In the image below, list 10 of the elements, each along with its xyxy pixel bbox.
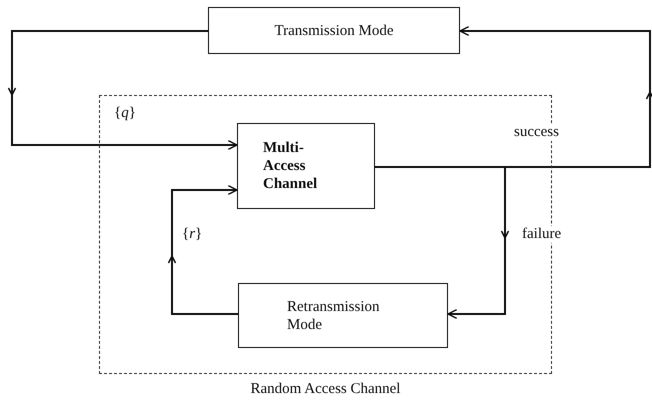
process-box: Multi- Access Channel bbox=[237, 123, 375, 209]
arrow bbox=[375, 166, 510, 320]
process-box: Transmission Mode bbox=[208, 7, 460, 54]
arrow bbox=[8, 30, 238, 150]
edge-label: failure bbox=[520, 226, 564, 243]
group-title: Random Access Channel bbox=[250, 381, 400, 398]
process-box: Retransmission Mode bbox=[238, 283, 448, 348]
edge-label: {q} bbox=[112, 105, 138, 122]
arrow bbox=[168, 184, 238, 315]
edge-label: success bbox=[512, 124, 561, 141]
